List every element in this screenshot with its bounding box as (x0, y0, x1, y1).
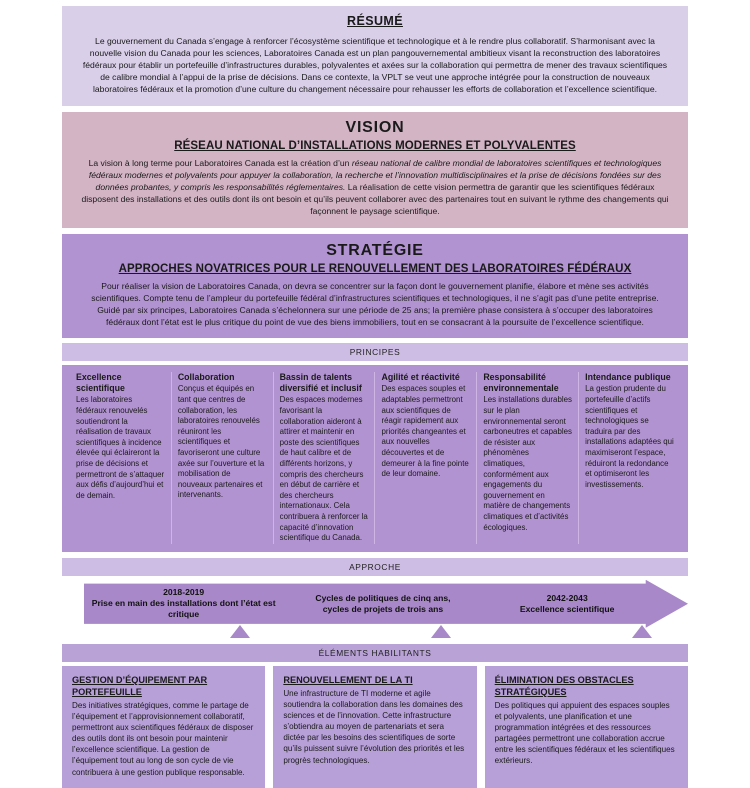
vision-body-italic: réseau national de calibre mondial de la… (88, 157, 662, 193)
enabler-title: RENOUVELLEMENT DE LA TI (283, 674, 413, 685)
milestone-label: Prise en main des installations dont l’é… (91, 598, 276, 620)
principle-item: Agilité et réactivité Des espaces souple… (375, 372, 478, 544)
elements-habilitants-strip-label: ÉLÉMENTS HABILITANTS (62, 643, 688, 662)
milestone-period: Cycles de politiques de cinq ans, (315, 592, 451, 603)
principle-text: Des espaces modernes favorisant la colla… (279, 395, 368, 543)
principle-title: Responsabilité environnementale (483, 372, 559, 394)
timeline-milestone: 2042-2043 Excellence scientifique (483, 593, 652, 615)
section-approche: 2018-2019 Prise en main des installation… (62, 579, 688, 642)
timeline-milestone: 2018-2019 Prise en main des installation… (84, 587, 283, 621)
principle-title: Excellence scientifique (76, 372, 125, 394)
resume-title: RÉSUMÉ (347, 14, 403, 28)
principle-item: Responsabilité environnementale Les inst… (477, 372, 580, 544)
principle-text: Les installations durables sur le plan e… (483, 395, 572, 532)
infographic-page: RÉSUMÉ Le gouvernement du Canada s’engag… (62, 6, 688, 788)
timeline-marker-icon (632, 624, 652, 638)
section-vision: VISION RÉSEAU NATIONAL D’INSTALLATIONS M… (62, 111, 688, 228)
enabler-card: RENOUVELLEMENT DE LA TI Une infrastructu… (273, 665, 477, 788)
milestone-label: Excellence scientifique (519, 603, 615, 614)
section-principes: Excellence scientifique Les laboratoires… (62, 365, 688, 552)
strategie-subtitle: APPROCHES NOVATRICES POUR LE RENOUVELLEM… (118, 262, 632, 275)
timeline-marker-icon (431, 624, 451, 638)
timeline-arrow: 2018-2019 Prise en main des installation… (84, 579, 688, 628)
timeline-milestone: Cycles de politiques de cinq ans, cycles… (283, 593, 482, 615)
vision-title: VISION (345, 118, 405, 136)
section-elements-habilitants: GESTION D’ÉQUIPEMENT PAR PORTEFEUILLE De… (62, 665, 688, 788)
vision-body-lead: La vision à long terme pour Laboratoires… (88, 157, 352, 168)
vision-body-tail: La réalisation de cette vision permettra… (81, 182, 669, 217)
enabler-text: Des initiatives stratégiques, comme le p… (72, 700, 254, 777)
principle-title: Agilité et réactivité (381, 372, 460, 383)
enabler-text: Une infrastructure de TI moderne et agil… (283, 688, 465, 765)
strategie-title: STRATÉGIE (326, 241, 424, 259)
milestone-period: 2018-2019 (163, 586, 205, 597)
resume-body: Le gouvernement du Canada s’engage à ren… (82, 35, 668, 95)
milestone-label: cycles de projets de trois ans (322, 603, 444, 614)
principle-item: Collaboration Conçus et équipés en tant … (172, 372, 274, 544)
enabler-card: ÉLIMINATION DES OBSTACLES STRATÉGIQUES D… (484, 665, 688, 788)
principes-strip-label: PRINCIPES (62, 343, 688, 362)
principle-text: Conçus et équipés en tant que centres de… (177, 384, 265, 500)
principle-text: Les laboratoires fédéraux renouvelés sou… (76, 395, 165, 500)
vision-subtitle: RÉSEAU NATIONAL D’INSTALLATIONS MODERNES… (174, 139, 576, 152)
section-resume: RÉSUMÉ Le gouvernement du Canada s’engag… (62, 6, 688, 106)
principle-title: Collaboration (177, 372, 235, 383)
milestone-period: 2042-2043 (546, 592, 588, 603)
principle-title: Bassin de talents diversifié et inclusif (279, 372, 362, 394)
vision-body: La vision à long terme pour Laboratoires… (76, 157, 674, 218)
enabler-title: ÉLIMINATION DES OBSTACLES STRATÉGIQUES (494, 674, 634, 697)
timeline-marker-icon (230, 624, 250, 638)
principle-text: La gestion prudente du portefeuille d’ac… (585, 384, 674, 489)
enabler-title: GESTION D’ÉQUIPEMENT PAR PORTEFEUILLE (72, 674, 208, 697)
principle-item: Intendance publique La gestion prudente … (579, 372, 680, 543)
principle-text: Des espaces souples et adaptables permet… (381, 384, 469, 479)
principle-item: Bassin de talents diversifié et inclusif… (274, 372, 376, 544)
section-strategie: STRATÉGIE APPROCHES NOVATRICES POUR LE R… (62, 233, 688, 339)
principle-item: Excellence scientifique Les laboratoires… (70, 372, 172, 544)
enabler-text: Des politiques qui appuient des espaces … (494, 700, 675, 766)
enabler-card: GESTION D’ÉQUIPEMENT PAR PORTEFEUILLE De… (62, 665, 266, 788)
approche-strip-label: APPROCHE (62, 557, 688, 576)
strategie-body: Pour réaliser la vision de Laboratoires … (91, 280, 659, 328)
principle-title: Intendance publique (585, 372, 671, 383)
